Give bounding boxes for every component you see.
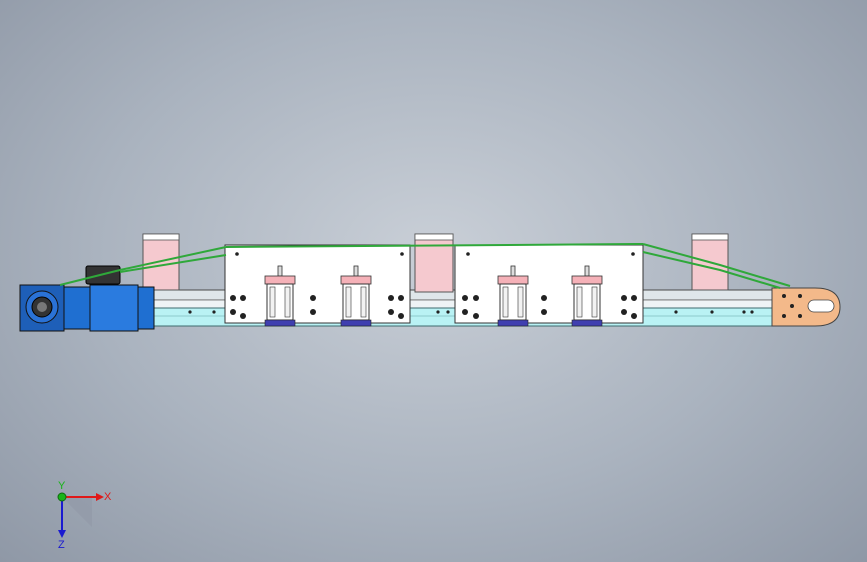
carriage-2: [340, 265, 372, 327]
z-axis-label: Z: [58, 539, 65, 551]
end-cap-idler: [771, 287, 841, 327]
carriage-1: [264, 265, 296, 327]
rail-holes: [188, 310, 754, 314]
carriage-3: [497, 265, 529, 327]
x-axis-label: X: [104, 491, 112, 503]
support-block-center: [414, 233, 454, 293]
support-block-left: [142, 233, 180, 291]
carriage-4: [571, 265, 603, 327]
axis-triad: X Y Z: [57, 480, 112, 551]
gear-motor: [19, 265, 155, 332]
mounting-plate-left: [224, 244, 411, 324]
belt: [59, 243, 791, 289]
y-axis-label: Y: [58, 480, 66, 492]
mounting-plate-right: [454, 244, 644, 324]
